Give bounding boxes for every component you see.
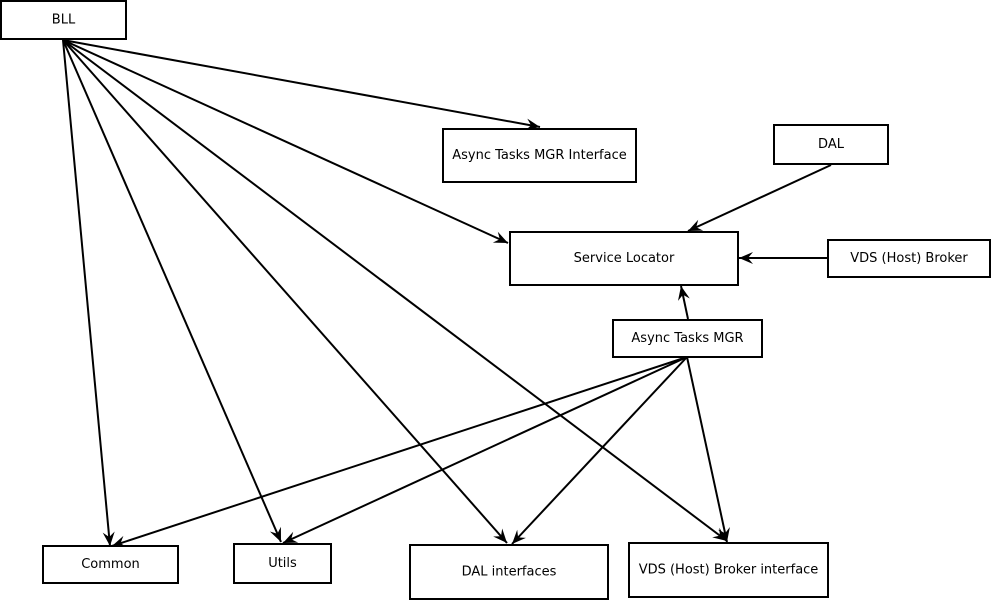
edge-async-tasks-mgr-to-utils-arrowhead	[283, 531, 299, 543]
node-async-tasks-mgr-label: Async Tasks MGR	[631, 331, 743, 346]
edge-bll-to-utils-line	[62, 39, 282, 543]
edge-bll-to-service-locator	[62, 39, 509, 244]
edge-bll-to-service-locator-arrowhead	[492, 231, 508, 243]
edge-async-tasks-mgr-to-common-line	[111, 356, 688, 547]
node-dal-label: DAL	[818, 137, 845, 152]
node-service-locator-box	[509, 231, 739, 286]
node-dal: DAL	[773, 124, 889, 165]
node-dal-box	[773, 124, 889, 165]
node-utils-label: Utils	[268, 556, 297, 571]
edge-async-tasks-mgr-to-vds-host-broker-interface-line	[686, 356, 728, 543]
edge-bll-to-common	[62, 39, 115, 547]
node-bll: BLL	[0, 0, 127, 40]
node-vds-host-broker-interface-label: VDS (Host) Broker interface	[639, 563, 819, 578]
node-vds-host-broker-label: VDS (Host) Broker	[850, 251, 968, 266]
node-async-tasks-mgr-interface-label: Async Tasks MGR Interface	[452, 148, 627, 163]
node-service-locator: Service Locator	[509, 231, 739, 286]
node-async-tasks-mgr: Async Tasks MGR	[612, 319, 763, 358]
edge-bll-to-service-locator-line	[62, 39, 509, 244]
edge-bll-to-vds-host-broker-interface	[62, 39, 728, 542]
edge-async-tasks-mgr-to-common-arrowhead	[112, 535, 128, 548]
node-vds-host-broker-interface: VDS (Host) Broker interface	[628, 542, 829, 598]
edge-async-tasks-mgr-to-utils	[282, 356, 688, 544]
node-async-tasks-mgr-box	[612, 319, 763, 358]
edge-dal-to-service-locator-arrowhead	[688, 219, 704, 231]
edge-async-tasks-mgr-to-utils-line	[282, 356, 688, 544]
edge-async-tasks-mgr-to-vds-host-broker-interface	[686, 356, 730, 543]
node-common: Common	[42, 545, 179, 584]
edge-async-tasks-mgr-to-service-locator-arrowhead	[678, 286, 690, 301]
edge-async-tasks-mgr-to-vds-host-broker-interface-arrowhead	[718, 527, 730, 542]
edge-bll-to-utils-arrowhead	[269, 526, 281, 542]
node-vds-host-broker-interface-box	[628, 542, 829, 598]
node-utils: Utils	[233, 543, 332, 584]
edge-bll-to-async-tasks-mgr-interface	[62, 39, 541, 131]
node-common-box	[42, 545, 179, 584]
edge-async-tasks-mgr-to-dal-interfaces-line	[511, 356, 688, 545]
node-service-locator-label: Service Locator	[574, 251, 675, 266]
edge-async-tasks-mgr-to-dal-interfaces-arrowhead	[512, 529, 526, 544]
edge-async-tasks-mgr-to-common	[111, 356, 688, 548]
edge-bll-to-dal-interfaces	[62, 39, 508, 544]
edge-bll-to-common-arrowhead	[102, 531, 115, 546]
edge-dal-to-service-locator	[687, 164, 832, 232]
node-async-tasks-mgr-interface-box	[442, 128, 637, 183]
edge-async-tasks-mgr-to-dal-interfaces	[511, 356, 688, 545]
edge-bll-to-async-tasks-mgr-interface-arrowhead	[525, 118, 540, 131]
edge-dal-to-service-locator-line	[687, 164, 832, 232]
node-async-tasks-mgr-interface: Async Tasks MGR Interface	[442, 128, 637, 183]
node-vds-host-broker-box	[827, 239, 991, 278]
edge-bll-to-async-tasks-mgr-interface-line	[62, 39, 541, 128]
node-dal-interfaces: DAL interfaces	[409, 544, 609, 600]
node-bll-box	[0, 0, 127, 40]
edge-async-tasks-mgr-to-service-locator	[678, 285, 690, 320]
edge-bll-to-common-line	[62, 39, 111, 547]
edge-vds-host-broker-to-service-locator-arrowhead	[739, 252, 753, 264]
node-bll-label: BLL	[52, 13, 76, 28]
node-common-label: Common	[81, 557, 140, 572]
edge-bll-to-vds-host-broker-interface-line	[62, 39, 728, 542]
edge-bll-to-utils	[62, 39, 282, 543]
edge-vds-host-broker-to-service-locator	[739, 252, 828, 264]
node-vds-host-broker: VDS (Host) Broker	[827, 239, 991, 278]
edge-bll-to-vds-host-broker-interface-arrowhead	[712, 527, 727, 541]
edge-bll-to-dal-interfaces-line	[62, 39, 508, 544]
edges-layer	[62, 39, 832, 548]
edge-bll-to-dal-interfaces-arrowhead	[493, 528, 507, 543]
node-dal-interfaces-label: DAL interfaces	[462, 565, 557, 580]
node-dal-interfaces-box	[409, 544, 609, 600]
node-utils-box	[233, 543, 332, 584]
